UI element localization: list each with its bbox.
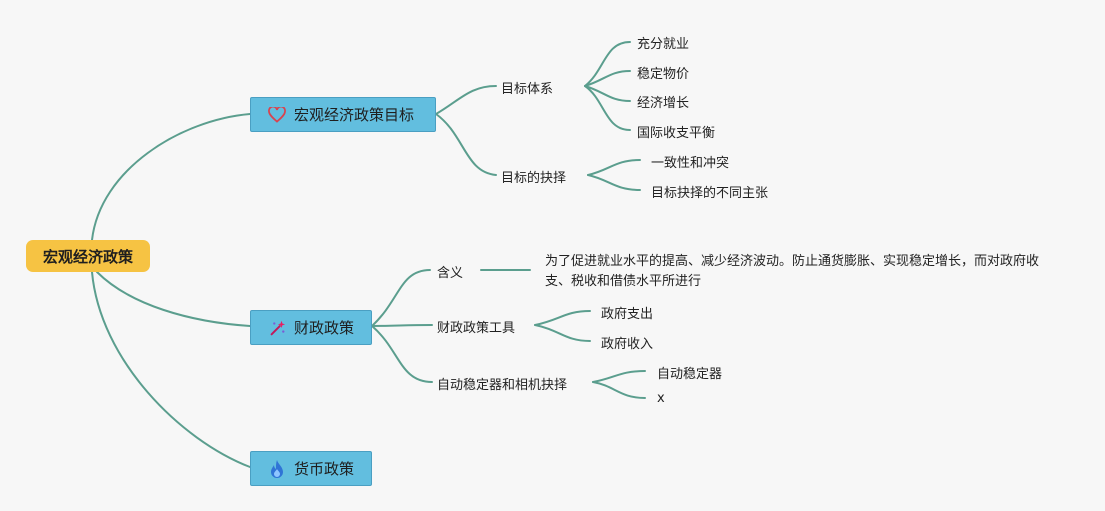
branch-label: 货币政策: [294, 460, 355, 478]
link-tools-c1: [534, 310, 591, 326]
link-auto-c2: [592, 381, 646, 399]
link-sub1-c2: [584, 70, 631, 87]
topic-economic-growth[interactable]: 经济增长: [637, 96, 690, 111]
link-b2-auto: [371, 325, 433, 383]
link-sub2-c1: [587, 159, 641, 176]
topic-stable-prices[interactable]: 稳定物价: [637, 67, 690, 82]
branch-label: 宏观经济政策目标: [294, 106, 415, 124]
topic-goal-choice[interactable]: 目标的抉择: [501, 171, 567, 186]
flame-icon: [268, 459, 286, 478]
meaning-text[interactable]: 为了促进就业水平的提高、减少经济波动。防止通货膨胀、实现稳定增长，而对政府收支、…: [545, 254, 1040, 289]
topic-gov-spending[interactable]: 政府支出: [601, 307, 654, 322]
topic-goal-system[interactable]: 目标体系: [501, 82, 554, 97]
link-root-b3: [91, 271, 251, 468]
link-root-b1: [91, 113, 251, 241]
link-b1-sub2: [435, 113, 497, 176]
topic-auto-stabilizer-discretion[interactable]: 自动稳定器和相机抉择: [437, 378, 568, 393]
link-sub1-c3: [584, 85, 631, 102]
topic-x[interactable]: x: [657, 391, 665, 406]
branch-fiscal-policy[interactable]: 财政政策: [250, 310, 372, 345]
branch-monetary-policy[interactable]: 货币政策: [250, 451, 372, 486]
link-b1-sub1: [435, 85, 497, 115]
root-label: 宏观经济政策: [42, 247, 133, 266]
link-root-b2: [96, 271, 251, 327]
topic-gov-revenue[interactable]: 政府收入: [601, 337, 654, 352]
heart-icon: [268, 106, 286, 124]
link-tools-c2: [534, 324, 591, 342]
topic-meaning[interactable]: 含义: [437, 266, 464, 281]
topic-full-employment[interactable]: 充分就业: [637, 37, 690, 52]
link-sub2-c2: [587, 174, 641, 191]
topic-auto-stabilizer[interactable]: 自动稳定器: [657, 367, 723, 382]
link-b2-meaning: [371, 269, 431, 327]
branch-macro-goals[interactable]: 宏观经济政策目标: [250, 97, 436, 132]
link-sub1-c4: [584, 85, 631, 131]
link-b2-tools: [371, 324, 433, 327]
topic-fiscal-tools[interactable]: 财政政策工具: [437, 321, 516, 336]
topic-consistency-conflict[interactable]: 一致性和冲突: [651, 156, 730, 171]
topic-balance-of-payments[interactable]: 国际收支平衡: [637, 126, 716, 141]
topic-different-views[interactable]: 目标抉择的不同主张: [651, 186, 769, 201]
link-auto-c1: [592, 370, 646, 383]
magic-wand-icon: [268, 319, 286, 337]
branch-label: 财政政策: [294, 319, 355, 337]
link-sub1-c1: [584, 41, 631, 87]
root-node[interactable]: 宏观经济政策: [26, 240, 150, 272]
